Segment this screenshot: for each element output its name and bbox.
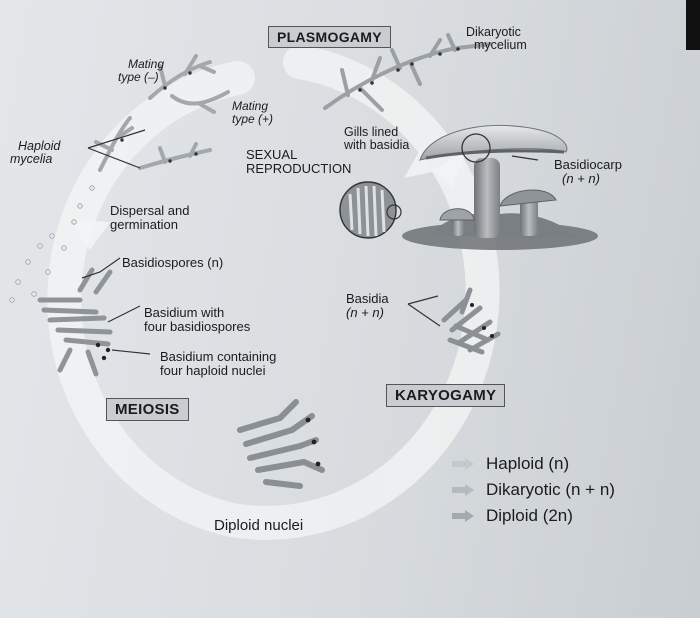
basidium-four-spores-label: Basidium with four basidiospores xyxy=(144,305,251,334)
gills-detail-art xyxy=(339,181,402,239)
dikaryotic-mycelium-label: Dikaryotic mycelium xyxy=(466,25,527,53)
legend-haploid-text: Haploid (n) xyxy=(486,454,570,473)
legend-haploid: Haploid (n) xyxy=(452,454,569,474)
legend-arrow-icon xyxy=(452,458,474,470)
pointer-lines xyxy=(81,129,539,355)
plasmogamy-box: PLASMOGAMY xyxy=(268,26,391,48)
basidia-cluster-bottom xyxy=(237,399,325,489)
basidia-cluster-right xyxy=(441,287,501,355)
legend-dikaryotic: Dikaryotic (n + n) xyxy=(452,480,615,500)
basidiocarp-label: Basidiocarp (n + n) xyxy=(554,157,622,186)
legend-arrow-icon xyxy=(452,510,474,522)
basidiospores-label: Basidiospores (n) xyxy=(122,255,224,270)
legend-diploid-text: Diploid (2n) xyxy=(486,506,573,525)
cycle-arrowheads xyxy=(70,150,468,250)
basidia-cluster-left xyxy=(37,267,113,377)
diploid-nuclei-label: Diploid nuclei xyxy=(214,517,304,534)
mating-type-minus-label: Mating type (–) xyxy=(118,57,165,84)
basidiocarp-art xyxy=(402,124,598,250)
haploid-nuclei xyxy=(120,71,198,163)
basidia-nuclei xyxy=(95,303,494,467)
legend-dikaryotic-text: Dikaryotic (n + n) xyxy=(486,480,615,499)
basidium-four-nuclei-label: Basidium containing four haploid nuclei xyxy=(160,349,277,378)
dikaryotic-nuclei xyxy=(358,47,460,92)
legend-diploid: Diploid (2n) xyxy=(452,506,573,526)
meiosis-box: MEIOSIS xyxy=(106,398,189,421)
dispersal-germination-label: Dispersal and germination xyxy=(110,203,190,232)
legend-arrow-icon xyxy=(452,484,474,496)
gills-label: Gills lined with basidia xyxy=(344,125,410,153)
page-edge xyxy=(686,0,700,50)
spores-art xyxy=(9,185,95,303)
mating-type-plus-label: Mating type (+) xyxy=(232,99,274,126)
karyogamy-box: KARYOGAMY xyxy=(386,384,506,407)
haploid-mycelia-label: Haploid mycelia xyxy=(10,139,61,167)
haploid-mycelia-art xyxy=(94,54,230,172)
sexual-reproduction-label: SEXUAL REPRODUCTION xyxy=(246,147,352,176)
basidia-label: Basidia (n + n) xyxy=(346,291,389,320)
